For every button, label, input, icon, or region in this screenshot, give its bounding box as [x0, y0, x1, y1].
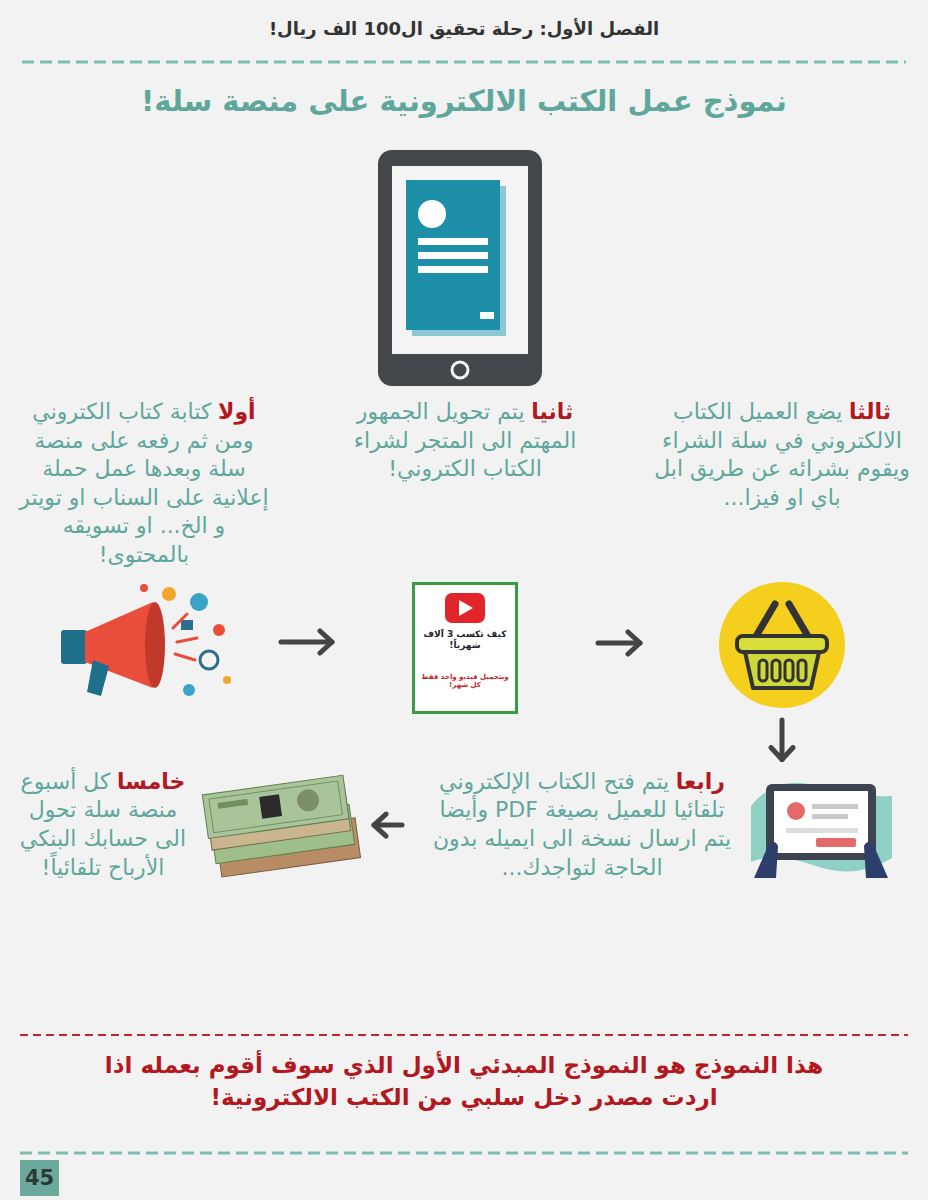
step-number: رابعا	[676, 769, 725, 794]
basket-icon	[717, 580, 847, 710]
step-text: ثانيايتم تحويل الجمهور المهتم الى المتجر…	[340, 398, 590, 484]
book-title: كيف تكسب 3 آلاف شهرياً!	[415, 629, 515, 651]
step-box: أولاكتابة كتاب الكتروني ومن ثم رفعه على …	[15, 398, 273, 714]
icon-holder: كيف تكسب 3 آلاف شهرياً! وبتحميل فيديو وا…	[412, 572, 518, 714]
dashed-rule	[20, 1152, 908, 1155]
icon-holder	[717, 570, 847, 714]
chapter-header: الفصل الأول: رحلة تحقيق ال100 الف ريال!	[0, 18, 928, 39]
book-subtitle: وبتحميل فيديو واحد فقط كل شهر!	[415, 673, 515, 690]
footer-note: هذا النموذج هو النموذج المبدئي الأول الذ…	[80, 1049, 848, 1113]
icon-holder	[49, 570, 239, 714]
step-box: خامساكل أسبوع منصة سلة تحول الى حسابك ال…	[18, 766, 366, 885]
step-text: ثالثايضع العميل الكتاب الالكتروني في سلة…	[648, 398, 916, 512]
tablet-illustration	[378, 150, 542, 386]
step-text: خامساكل أسبوع منصة سلة تحول الى حسابك ال…	[19, 768, 187, 882]
step-body: كتابة كتاب الكتروني ومن ثم رفعه على منصة…	[19, 399, 268, 567]
flow-arrow	[780, 720, 785, 760]
flow-arrow	[374, 823, 402, 828]
page-number: 45	[25, 1166, 54, 1190]
icon-holder	[746, 766, 896, 885]
step-number: ثانيا	[531, 399, 573, 424]
step-text: أولاكتابة كتاب الكتروني ومن ثم رفعه على …	[15, 398, 273, 570]
step-number: خامسا	[117, 769, 185, 794]
book-cover-icon: كيف تكسب 3 آلاف شهرياً! وبتحميل فيديو وا…	[412, 582, 518, 714]
step-box: ثالثايضع العميل الكتاب الالكتروني في سلة…	[648, 398, 916, 714]
megaphone-icon	[49, 580, 239, 710]
flow-arrow	[598, 641, 640, 646]
page-number-box: 45	[20, 1160, 59, 1196]
play-button-symbol	[415, 591, 515, 625]
step-text: رابعايتم فتح الكتاب الإلكتروني تلقائيا ل…	[432, 768, 732, 882]
step-number: ثالثا	[849, 399, 891, 424]
banknotes-icon	[201, 766, 366, 881]
tablet-hands-icon	[746, 766, 896, 881]
dashed-rule	[20, 1034, 908, 1036]
step-number: أولا	[218, 399, 256, 424]
dashed-rule	[22, 61, 906, 64]
flow-arrow	[281, 640, 332, 645]
step-box: رابعايتم فتح الكتاب الإلكتروني تلقائيا ل…	[410, 766, 896, 885]
diagram-title: نموذج عمل الكتب الالكترونية على منصة سلة…	[40, 84, 888, 118]
step-box: ثانيايتم تحويل الجمهور المهتم الى المتجر…	[340, 398, 590, 714]
icon-holder	[201, 766, 366, 885]
